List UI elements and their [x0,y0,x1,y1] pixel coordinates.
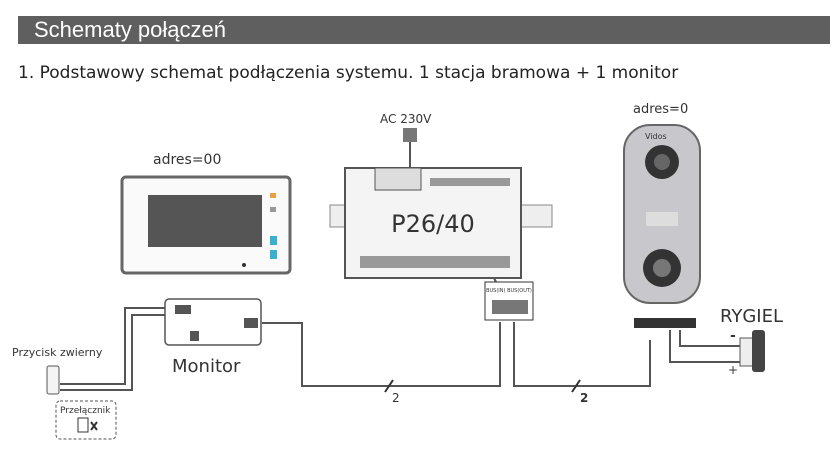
monitor-module [164,298,262,346]
section-header: Schematy połączeń [18,16,830,44]
indoor-monitor [120,175,292,275]
plug-icon [403,128,417,142]
wire-count-2: 2 [580,391,588,405]
monitor-label: Monitor [172,356,241,377]
button-label: Przycisk zwierny [12,346,103,359]
lock-icon [739,330,765,372]
station-brand: Vidos [645,132,667,141]
outdoor-station [623,124,701,328]
monitor-address: adres=00 [153,152,221,168]
diagram-title: 1. Podstawowy schemat podłączenia system… [18,63,679,83]
switch-box [55,400,117,440]
lock-minus: - [730,328,736,344]
lock-plus: + [728,363,738,377]
power-label: AC 230V [380,112,432,126]
distributor-p26-40 [329,167,553,321]
push-button-icon [46,365,60,395]
distributor-label: P26/40 [391,210,475,238]
distributor-ports: BUS(IN) BUS(OUT) [486,288,532,294]
switch-icon [77,417,98,433]
switch-label: Przełącznik [60,406,111,416]
station-address: adres=0 [633,102,688,117]
lock-label: RYGIEL [720,306,783,327]
wire-count-1: 2 [392,391,400,405]
